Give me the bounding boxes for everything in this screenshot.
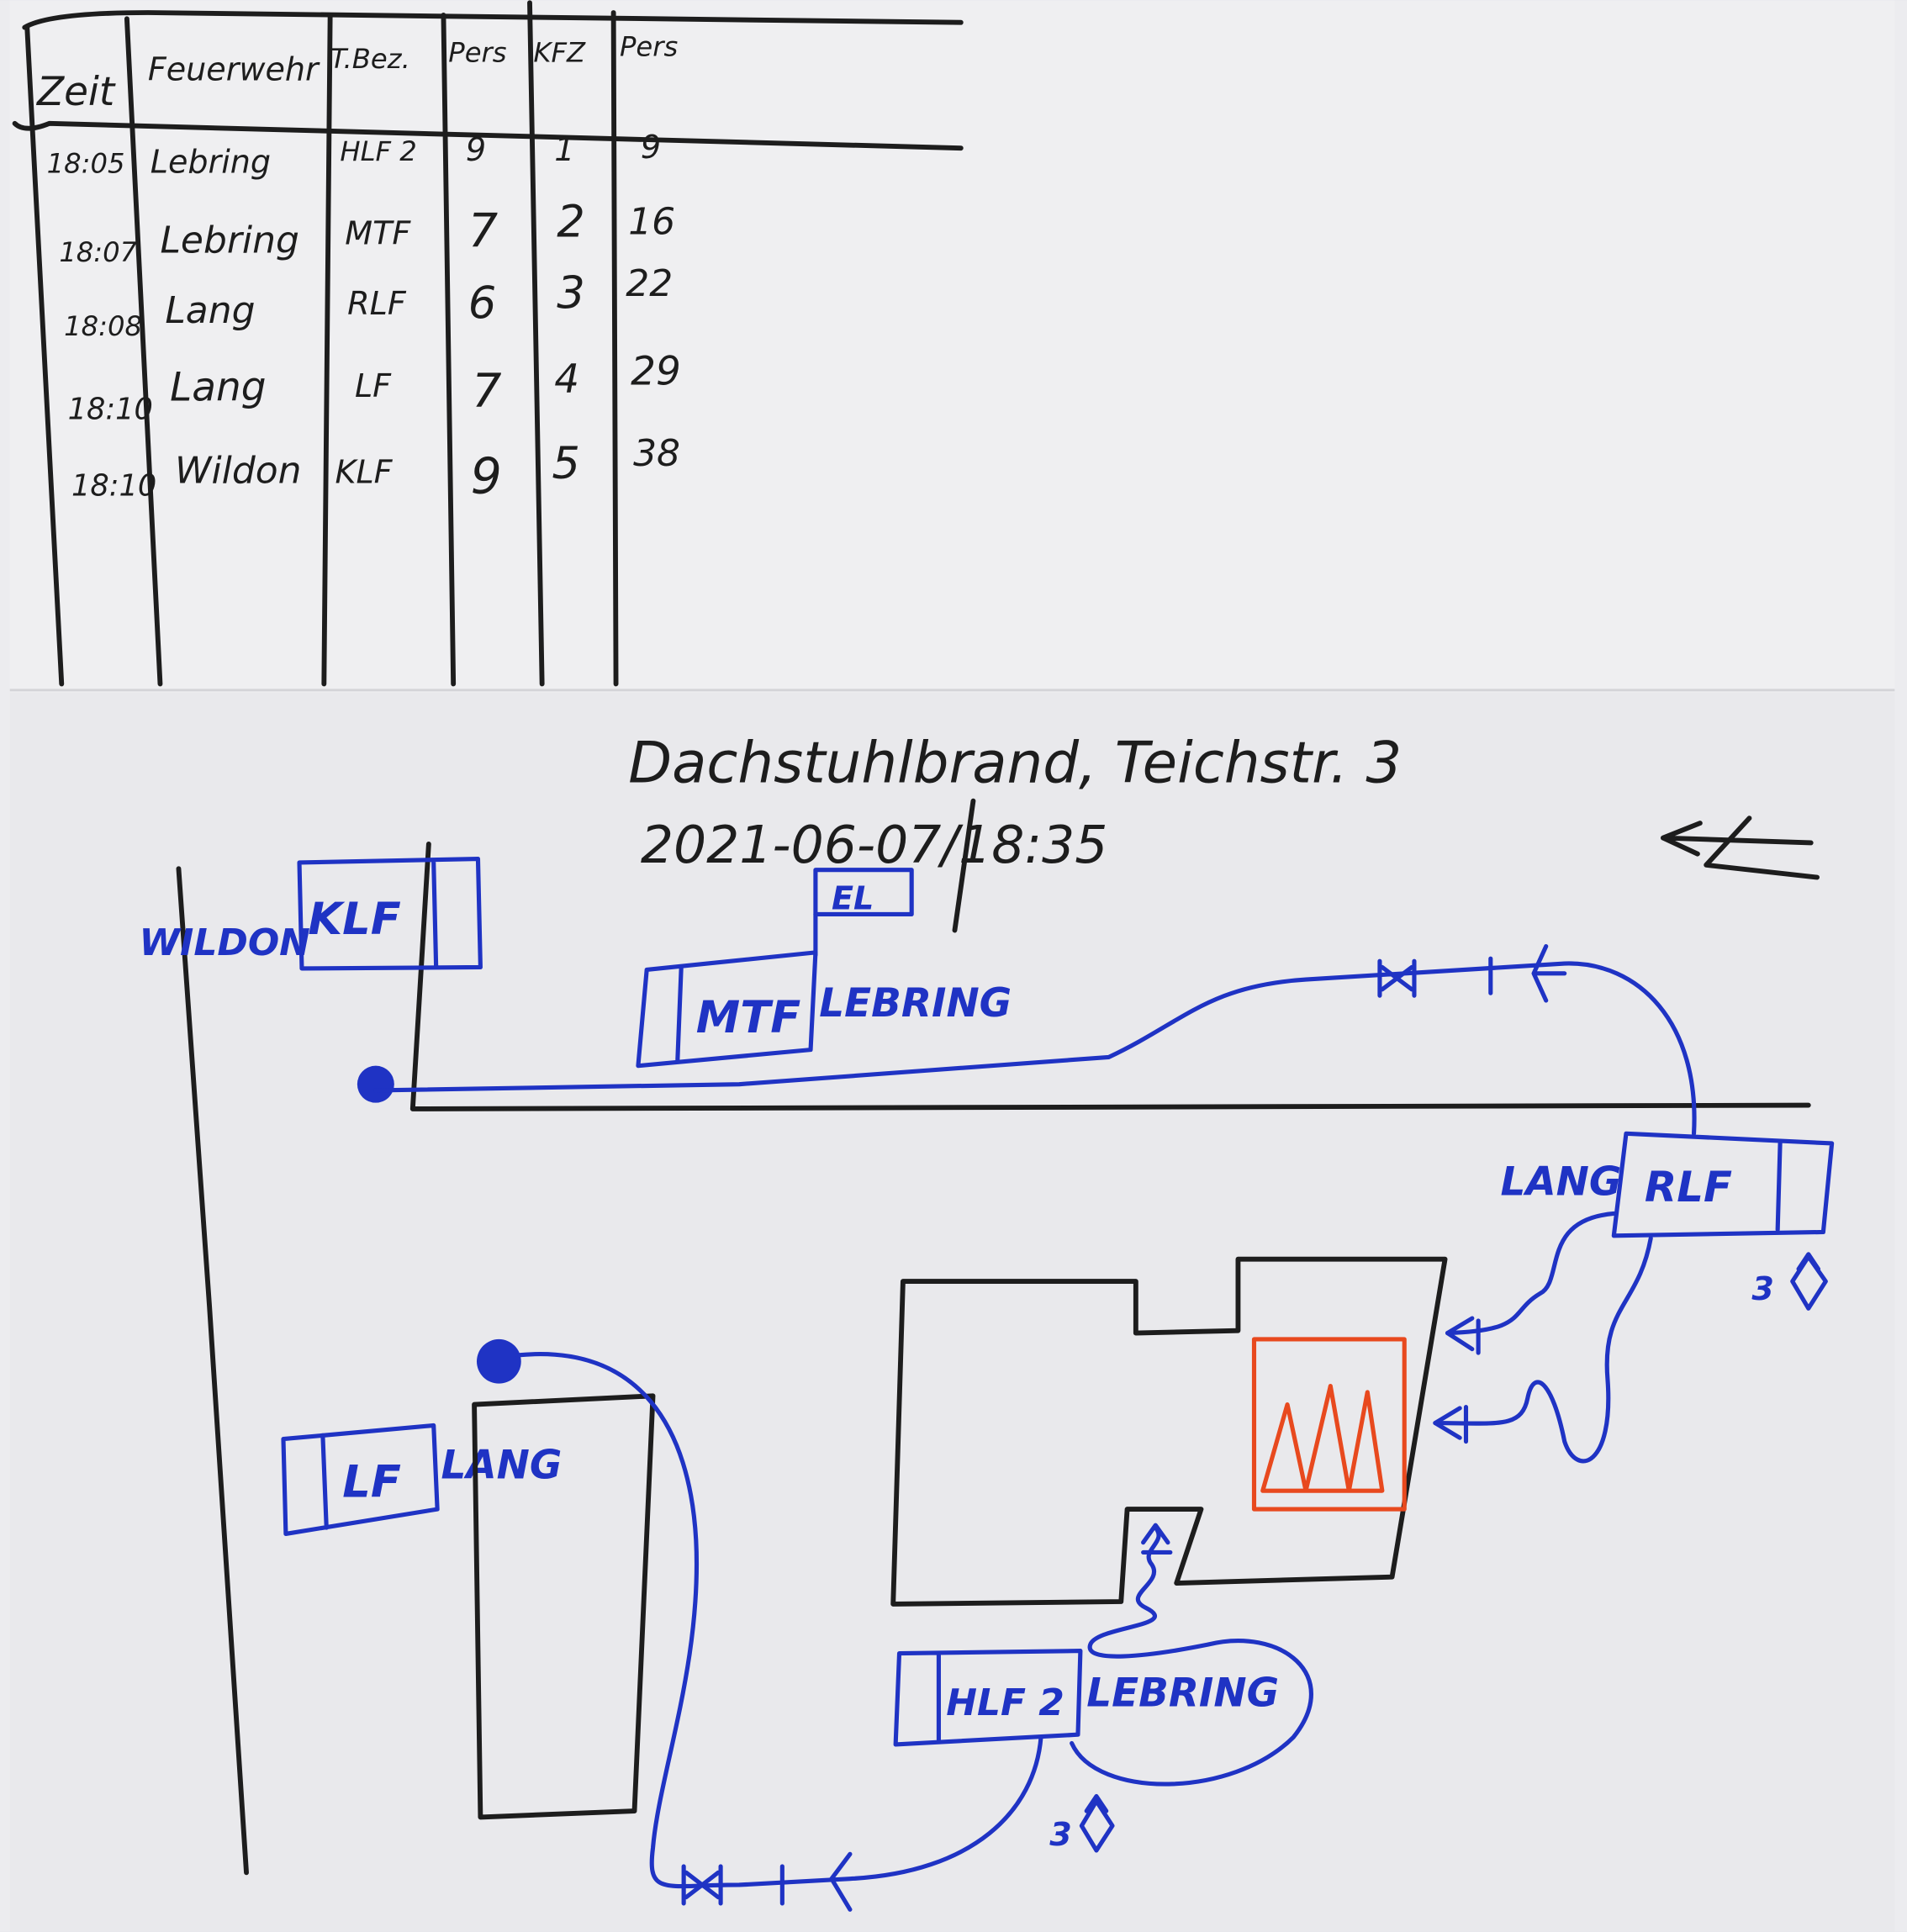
svg-text:4: 4 [554,356,579,402]
svg-text:HLF 2: HLF 2 [340,135,416,167]
header-pers-total: Pers [620,30,678,62]
incident-datetime: 2021-06-07/18:35 [641,815,1108,875]
paper-sheet-top [9,0,1895,690]
water-source [472,1393,656,1820]
svg-text:6: 6 [468,277,497,329]
coupling-icon [1377,943,1567,1003]
header-tbez: T.Bez. [330,43,410,75]
road-side [409,842,1811,1111]
svg-text:MTF: MTF [696,992,800,1043]
building [890,1256,1448,1607]
svg-text:16: 16 [628,201,675,244]
svg-text:Lebring: Lebring [160,219,298,262]
header-pers: Pers [448,37,506,69]
svg-text:7: 7 [472,364,501,419]
svg-text:LEBRING: LEBRING [1086,1671,1279,1717]
table-col-line [321,12,333,687]
svg-text:9: 9 [641,129,661,166]
svg-text:LANG: LANG [441,1442,563,1488]
svg-text:HLF 2: HLF 2 [946,1681,1064,1724]
table-col-line [441,12,457,687]
svg-text:9: 9 [471,447,502,504]
datetime-divider [952,798,976,933]
table-row: 18:05 Lebring HLF 2 9 1 9 [47,129,661,181]
svg-text:3: 3 [557,268,585,319]
fire-icon [1251,1337,1407,1512]
table-row: 18:07 Lebring MTF 7 2 16 [59,197,675,268]
table-row: 18:08 Lang RLF 6 3 22 [64,262,673,342]
unit-lf: LF LANG [281,1423,563,1536]
svg-text:18:08: 18:08 [64,310,142,342]
suction-point-icon [477,1338,521,1384]
svg-text:Wildon: Wildon [175,450,301,493]
paper-sheet-bottom [9,692,1895,1932]
svg-text:WILDON: WILDON [140,921,310,964]
table-top-line [22,10,964,30]
svg-text:RLF: RLF [347,285,407,322]
table-col-line [527,0,545,687]
incident-title: Dachstuhlbrand, Teichstr. 3 [628,730,1402,796]
svg-text:18:07: 18:07 [59,236,137,268]
svg-text:18:05: 18:05 [47,147,125,179]
svg-text:18:10: 18:10 [71,468,156,503]
svg-text:22: 22 [626,262,673,305]
attack-hose [1433,1236,1653,1464]
nozzle-icon [1141,1523,1173,1555]
table-col-line [24,24,65,687]
unit-hlf2: HLF 2 LEBRING 3 [893,1649,1279,1853]
unit-el: EL [813,868,914,958]
supply-hose [515,1352,1043,1889]
attack-hose [1445,1211,1616,1336]
table-row: 18:10 Lang LF 7 4 29 [68,348,681,426]
road-main [176,866,249,1876]
hydrant-icon [357,1065,394,1103]
nozzle-icon [1433,1316,1481,1444]
unit-rlf: RLF LANG 3 [1501,1131,1835,1311]
arrival-table: Zeit Feuerwehr T.Bez. Pers KFZ Pers 18:0… [12,0,964,687]
header-zeit: Zeit [35,69,116,115]
coupling-icon [681,1851,853,1912]
header-feuerwehr: Feuerwehr [148,51,320,88]
unit-klf: KLF WILDON [140,856,483,971]
supply-hose [373,961,1697,1136]
header-kfz: KFZ [533,37,586,69]
svg-text:1: 1 [554,131,574,168]
nozzle-icon [1790,1252,1828,1311]
svg-text:2: 2 [557,197,585,248]
table-col-line [124,16,163,687]
svg-text:3: 3 [1049,1816,1072,1853]
svg-text:KLF: KLF [308,894,401,945]
svg-text:Lang: Lang [170,365,266,411]
svg-text:LF: LF [342,1456,401,1507]
table-col-line [610,10,619,687]
svg-text:EL: EL [832,880,874,917]
table-row: 18:10 Wildon KLF 9 5 38 [71,432,680,504]
svg-text:Lebring: Lebring [151,143,271,180]
svg-text:Lang: Lang [165,289,255,332]
north-arrow-icon [1660,816,1820,880]
svg-text:LF: LF [355,367,392,404]
svg-text:5: 5 [552,438,580,489]
svg-text:RLF: RLF [1645,1163,1732,1211]
svg-text:LANG: LANG [1501,1159,1622,1206]
unit-mtf: MTF LEBRING [636,950,1012,1069]
svg-text:LEBRING: LEBRING [819,980,1012,1027]
svg-text:9: 9 [466,131,486,168]
svg-text:7: 7 [468,203,498,258]
svg-text:18:10: 18:10 [68,392,153,426]
nozzle-icon [1079,1793,1115,1853]
svg-text:MTF: MTF [345,214,411,251]
svg-text:38: 38 [633,432,680,475]
svg-text:3: 3 [1751,1270,1774,1307]
svg-text:KLF: KLF [335,454,394,491]
svg-text:29: 29 [631,348,681,394]
attack-hose [1070,1525,1313,1787]
